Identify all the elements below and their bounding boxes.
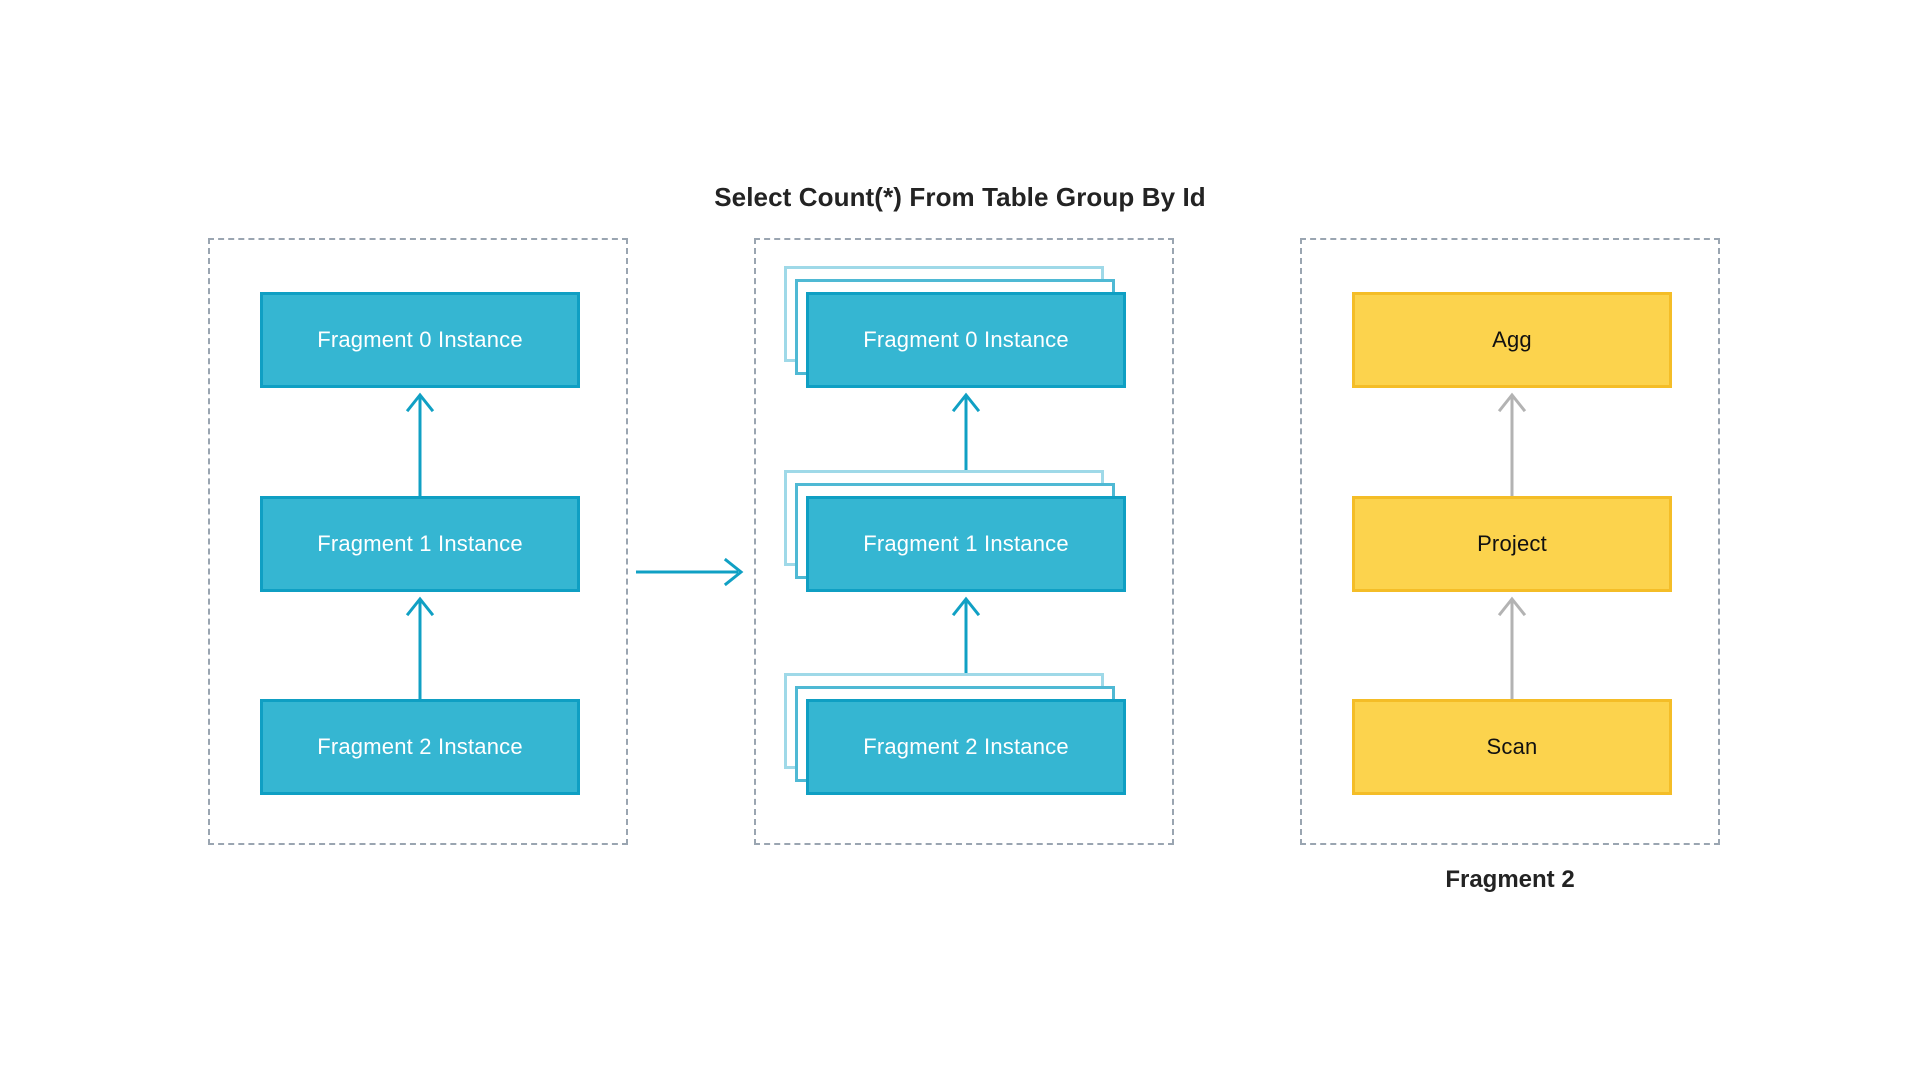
node-scan[interactable]: Scan — [1352, 699, 1672, 795]
arrow-scan-to-project — [1497, 596, 1527, 704]
page-title: Select Count(*) From Table Group By Id — [714, 182, 1206, 212]
node-fragment-0-instance[interactable]: Fragment 0 Instance — [260, 292, 580, 388]
panel-parallel-fragment-instances: Fragment 0 Instance Fragment 1 Instance … — [754, 238, 1174, 845]
node-agg[interactable]: Agg — [1352, 292, 1672, 388]
arrow-project-to-agg — [1497, 392, 1527, 500]
stack-fragment-0-instance[interactable]: Fragment 0 Instance — [784, 266, 1126, 388]
node-fragment-2-instance[interactable]: Fragment 2 Instance — [260, 699, 580, 795]
node-fragment-0-instance[interactable]: Fragment 0 Instance — [806, 292, 1126, 388]
arrow-fragment1-to-fragment0 — [405, 392, 435, 500]
panel-logical-fragment-plan: Fragment 0 Instance Fragment 1 Instance … — [208, 238, 628, 845]
fragment-2-caption: Fragment 2 — [1445, 866, 1575, 893]
node-fragment-2-instance[interactable]: Fragment 2 Instance — [806, 699, 1126, 795]
node-fragment-1-instance[interactable]: Fragment 1 Instance — [260, 496, 580, 592]
node-project[interactable]: Project — [1352, 496, 1672, 592]
panel-fragment-2-operator-tree: Agg Project Scan — [1300, 238, 1720, 845]
stack-fragment-2-instance[interactable]: Fragment 2 Instance — [784, 673, 1126, 795]
connector-left-to-middle-arrow — [636, 557, 744, 587]
arrow-fragment2-to-fragment1 — [405, 596, 435, 704]
stack-fragment-1-instance[interactable]: Fragment 1 Instance — [784, 470, 1126, 592]
node-fragment-1-instance[interactable]: Fragment 1 Instance — [806, 496, 1126, 592]
